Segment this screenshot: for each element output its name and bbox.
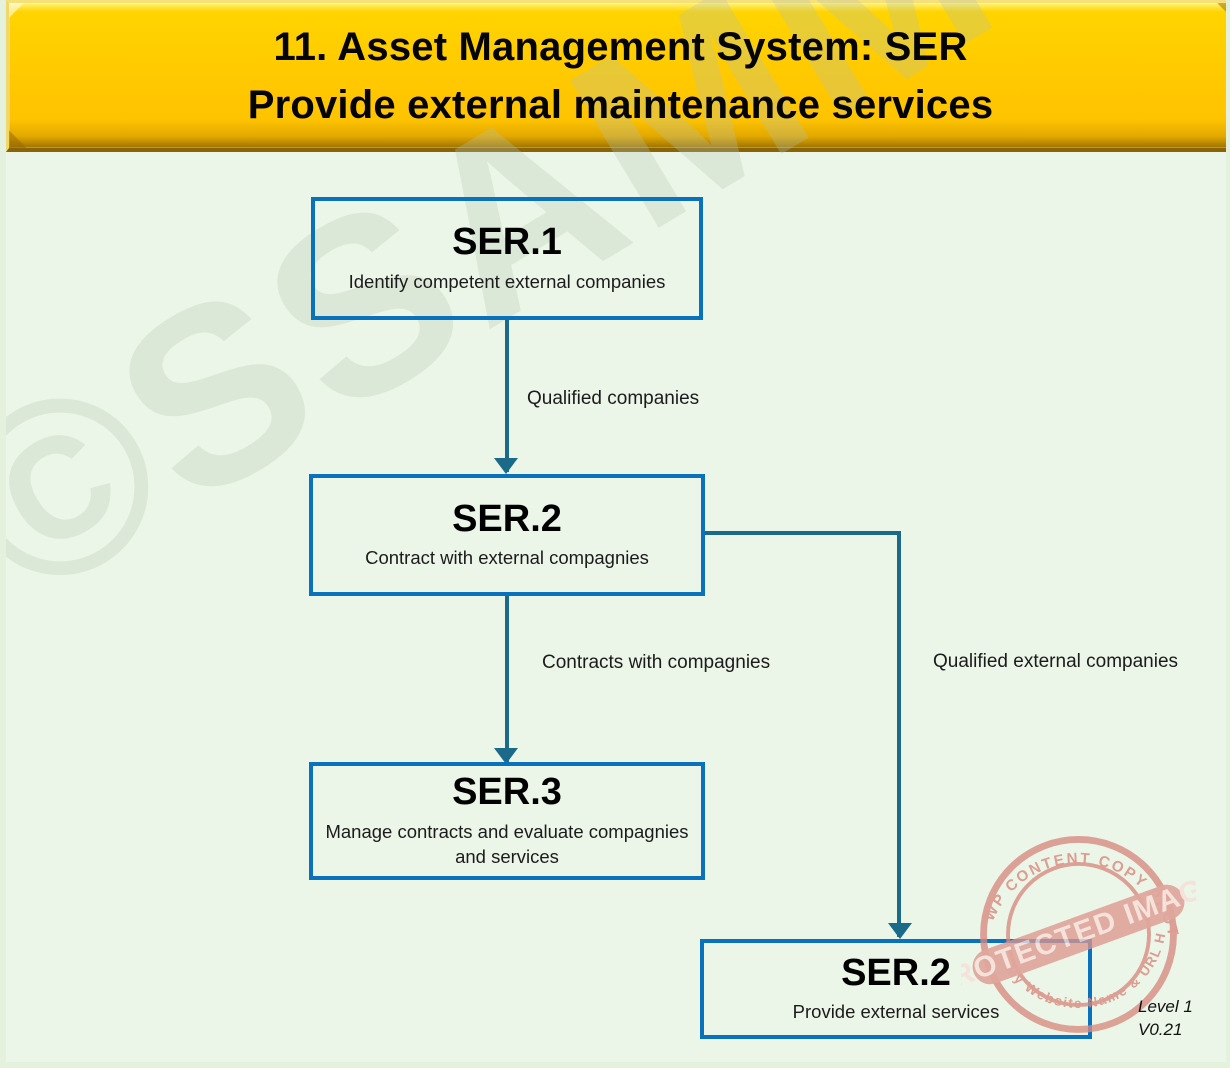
version-block: Level 1 V0.21 — [1138, 996, 1193, 1042]
node-ser1-code: SER.1 — [452, 221, 562, 264]
stamp-top-text: WP CONTENT COPY PROTECTION PLUGIN — [961, 815, 1180, 940]
node-ser3-description: Manage contracts and evaluate compagnies… — [325, 820, 689, 867]
connector-ser2-ser2b-vertical — [897, 533, 901, 937]
node-ser3[interactable]: SER.3 Manage contracts and evaluate comp… — [309, 762, 705, 880]
node-ser2b-code: SER.2 — [841, 951, 951, 994]
edge-label-contracts-with-compagnies: Contracts with compagnies — [542, 652, 771, 673]
page-title: 11. Asset Management System: SER Provide… — [247, 24, 994, 127]
arrowhead-ser2-ser3-icon — [494, 748, 518, 764]
connector-ser2-ser2b-horizontal — [703, 531, 901, 535]
edge-label-qualified-external-companies: Qualified external companies — [933, 651, 1179, 672]
node-ser2-description: Contract with external compagnies — [365, 547, 649, 569]
edge-label-qualified-companies: Qualified companies — [527, 388, 700, 409]
title-banner: 11. Asset Management System: SER Provide… — [6, 0, 1226, 152]
connector-ser1-ser2 — [505, 320, 509, 472]
version-label: V0.21 — [1138, 1019, 1183, 1039]
node-ser2-code: SER.2 — [452, 497, 562, 540]
svg-text:WP CONTENT COPY PROTECTION PLU: WP CONTENT COPY PROTECTION PLUGIN — [961, 815, 1182, 940]
node-ser2b-description: Provide external services — [792, 1001, 1000, 1023]
level-label: Level 1 — [1138, 997, 1193, 1016]
node-ser3-code: SER.3 — [452, 771, 562, 814]
node-ser1-description: Identify competent external companies — [348, 270, 666, 292]
node-ser2b[interactable]: SER.2 Provide external services — [700, 939, 1092, 1039]
node-ser1[interactable]: SER.1 Identify competent external compan… — [311, 197, 703, 320]
arrowhead-ser2-ser2b-icon — [888, 923, 912, 939]
node-ser2[interactable]: SER.2 Contract with external compagnies — [309, 474, 705, 596]
arrowhead-ser1-ser2-icon — [494, 458, 518, 474]
connector-ser2-ser3 — [505, 596, 509, 764]
